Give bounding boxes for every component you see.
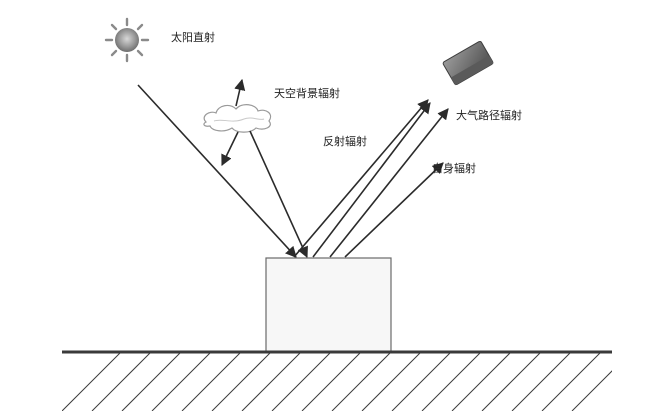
ground-hatching bbox=[62, 352, 612, 411]
cloud-upward-arrow bbox=[234, 78, 246, 107]
label-path-radiance: 大气路径辐射 bbox=[456, 109, 522, 122]
cloud-downward-arrow bbox=[221, 131, 239, 167]
self-emission-ray bbox=[344, 162, 444, 258]
reflected-ray-2 bbox=[312, 102, 431, 258]
path-radiance-ray bbox=[329, 108, 449, 258]
satellite-sensor-icon bbox=[442, 40, 494, 86]
label-reflected: 反射辐射 bbox=[323, 135, 367, 148]
label-sky-background: 天空背景辐射 bbox=[274, 87, 340, 100]
solar-direct-ray bbox=[137, 84, 297, 258]
cloud-icon bbox=[203, 104, 272, 133]
label-solar-direct: 太阳直射 bbox=[171, 31, 215, 44]
target-object bbox=[265, 257, 392, 353]
reflected-ray-1 bbox=[293, 99, 429, 258]
sun-icon bbox=[104, 17, 150, 63]
sky-background-ray bbox=[249, 130, 308, 259]
label-self-emission: 自身辐射 bbox=[432, 162, 476, 175]
